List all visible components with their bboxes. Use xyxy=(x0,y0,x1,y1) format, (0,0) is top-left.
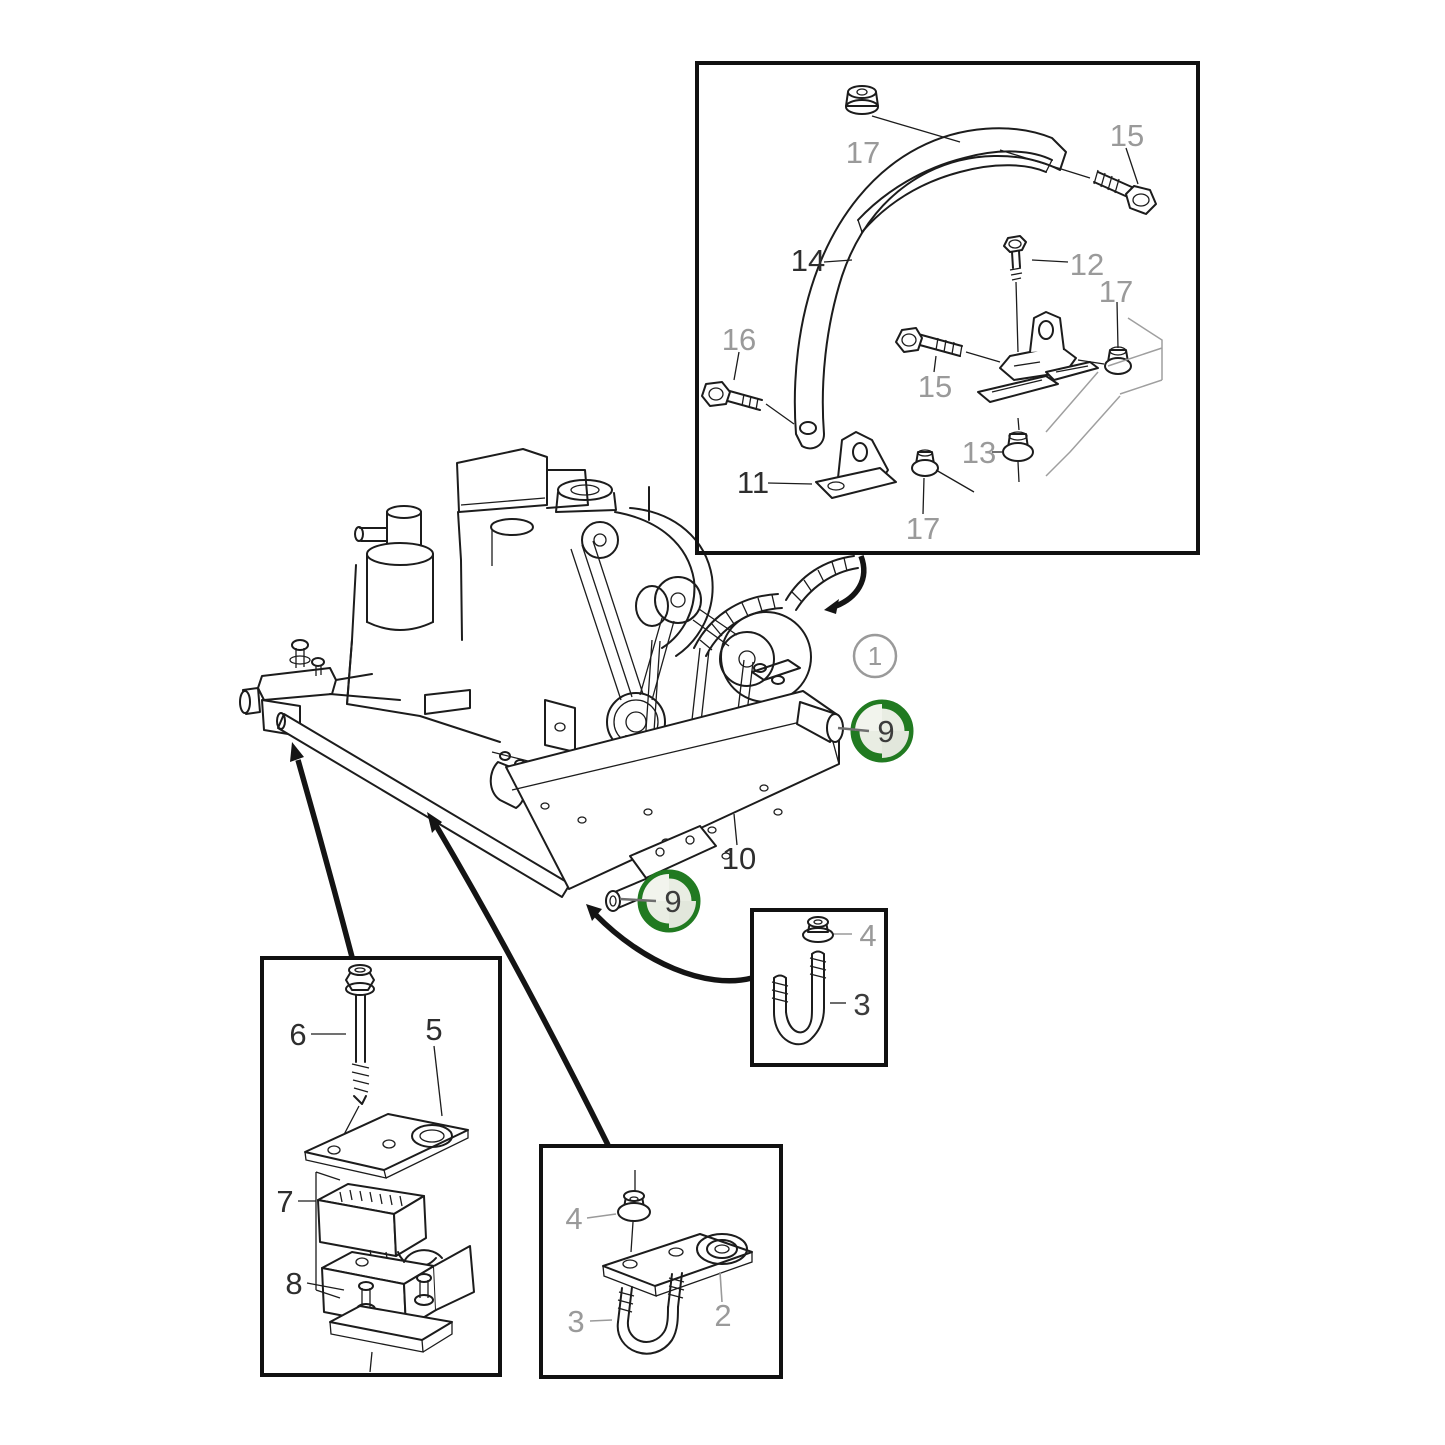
callout-3-ubolt-small: 3 xyxy=(853,987,870,1022)
callout-6-bolt: 6 xyxy=(289,1017,306,1052)
inset-ubolt-border xyxy=(750,908,888,1067)
callout-2-bracket-arm: 2 xyxy=(714,1298,731,1333)
callout-10-engine-bed: 10 xyxy=(722,841,756,876)
callout-4-nut-small: 4 xyxy=(859,918,876,953)
assembly-ref-circle[interactable]: 1 xyxy=(852,633,898,679)
inset-top-border xyxy=(695,61,1200,555)
inset-top-bracket-panel: 17 15 14 12 17 16 15 13 11 17 xyxy=(695,61,1200,555)
callout-5-strap: 5 xyxy=(425,1012,442,1047)
callout-17-right: 17 xyxy=(1099,274,1133,309)
inset-bracket-ubolt-panel: 4 3 2 xyxy=(539,1144,783,1379)
inset-bracket-ubolt-border xyxy=(539,1144,783,1379)
highlight-part9-bottom[interactable]: 9 xyxy=(619,869,701,933)
leader-arrows xyxy=(290,555,867,1147)
callout-15-top-right: 15 xyxy=(1110,118,1144,153)
callout-9-right: 9 xyxy=(877,714,894,749)
inset-ubolt-panel: 4 3 xyxy=(750,908,888,1067)
main-callouts: 10 1 9 9 xyxy=(619,633,914,933)
callout-16-bolt: 16 xyxy=(722,322,756,357)
callout-14-arm: 14 xyxy=(791,243,825,278)
callout-17-bottom: 17 xyxy=(906,511,940,546)
callout-17-top: 17 xyxy=(846,135,880,170)
callout-1-assembly: 1 xyxy=(868,641,882,671)
callout-8-base-plate: 8 xyxy=(285,1266,302,1301)
callout-15-middle: 15 xyxy=(918,369,952,404)
inset-clamp-border xyxy=(260,956,502,1377)
callout-12-screw: 12 xyxy=(1070,247,1104,282)
callout-3-ubolt: 3 xyxy=(567,1304,584,1339)
callout-11-bracket: 11 xyxy=(737,465,769,500)
highlight-part9-right[interactable]: 9 xyxy=(837,699,914,763)
callout-4-nut: 4 xyxy=(565,1201,582,1236)
callout-7-clamp-blocks: 7 xyxy=(276,1184,293,1219)
callout-13-flange-nut: 13 xyxy=(962,435,996,470)
callout-9-bottom: 9 xyxy=(664,884,681,919)
inset-clamp-panel: 6 5 7 8 xyxy=(260,956,502,1377)
